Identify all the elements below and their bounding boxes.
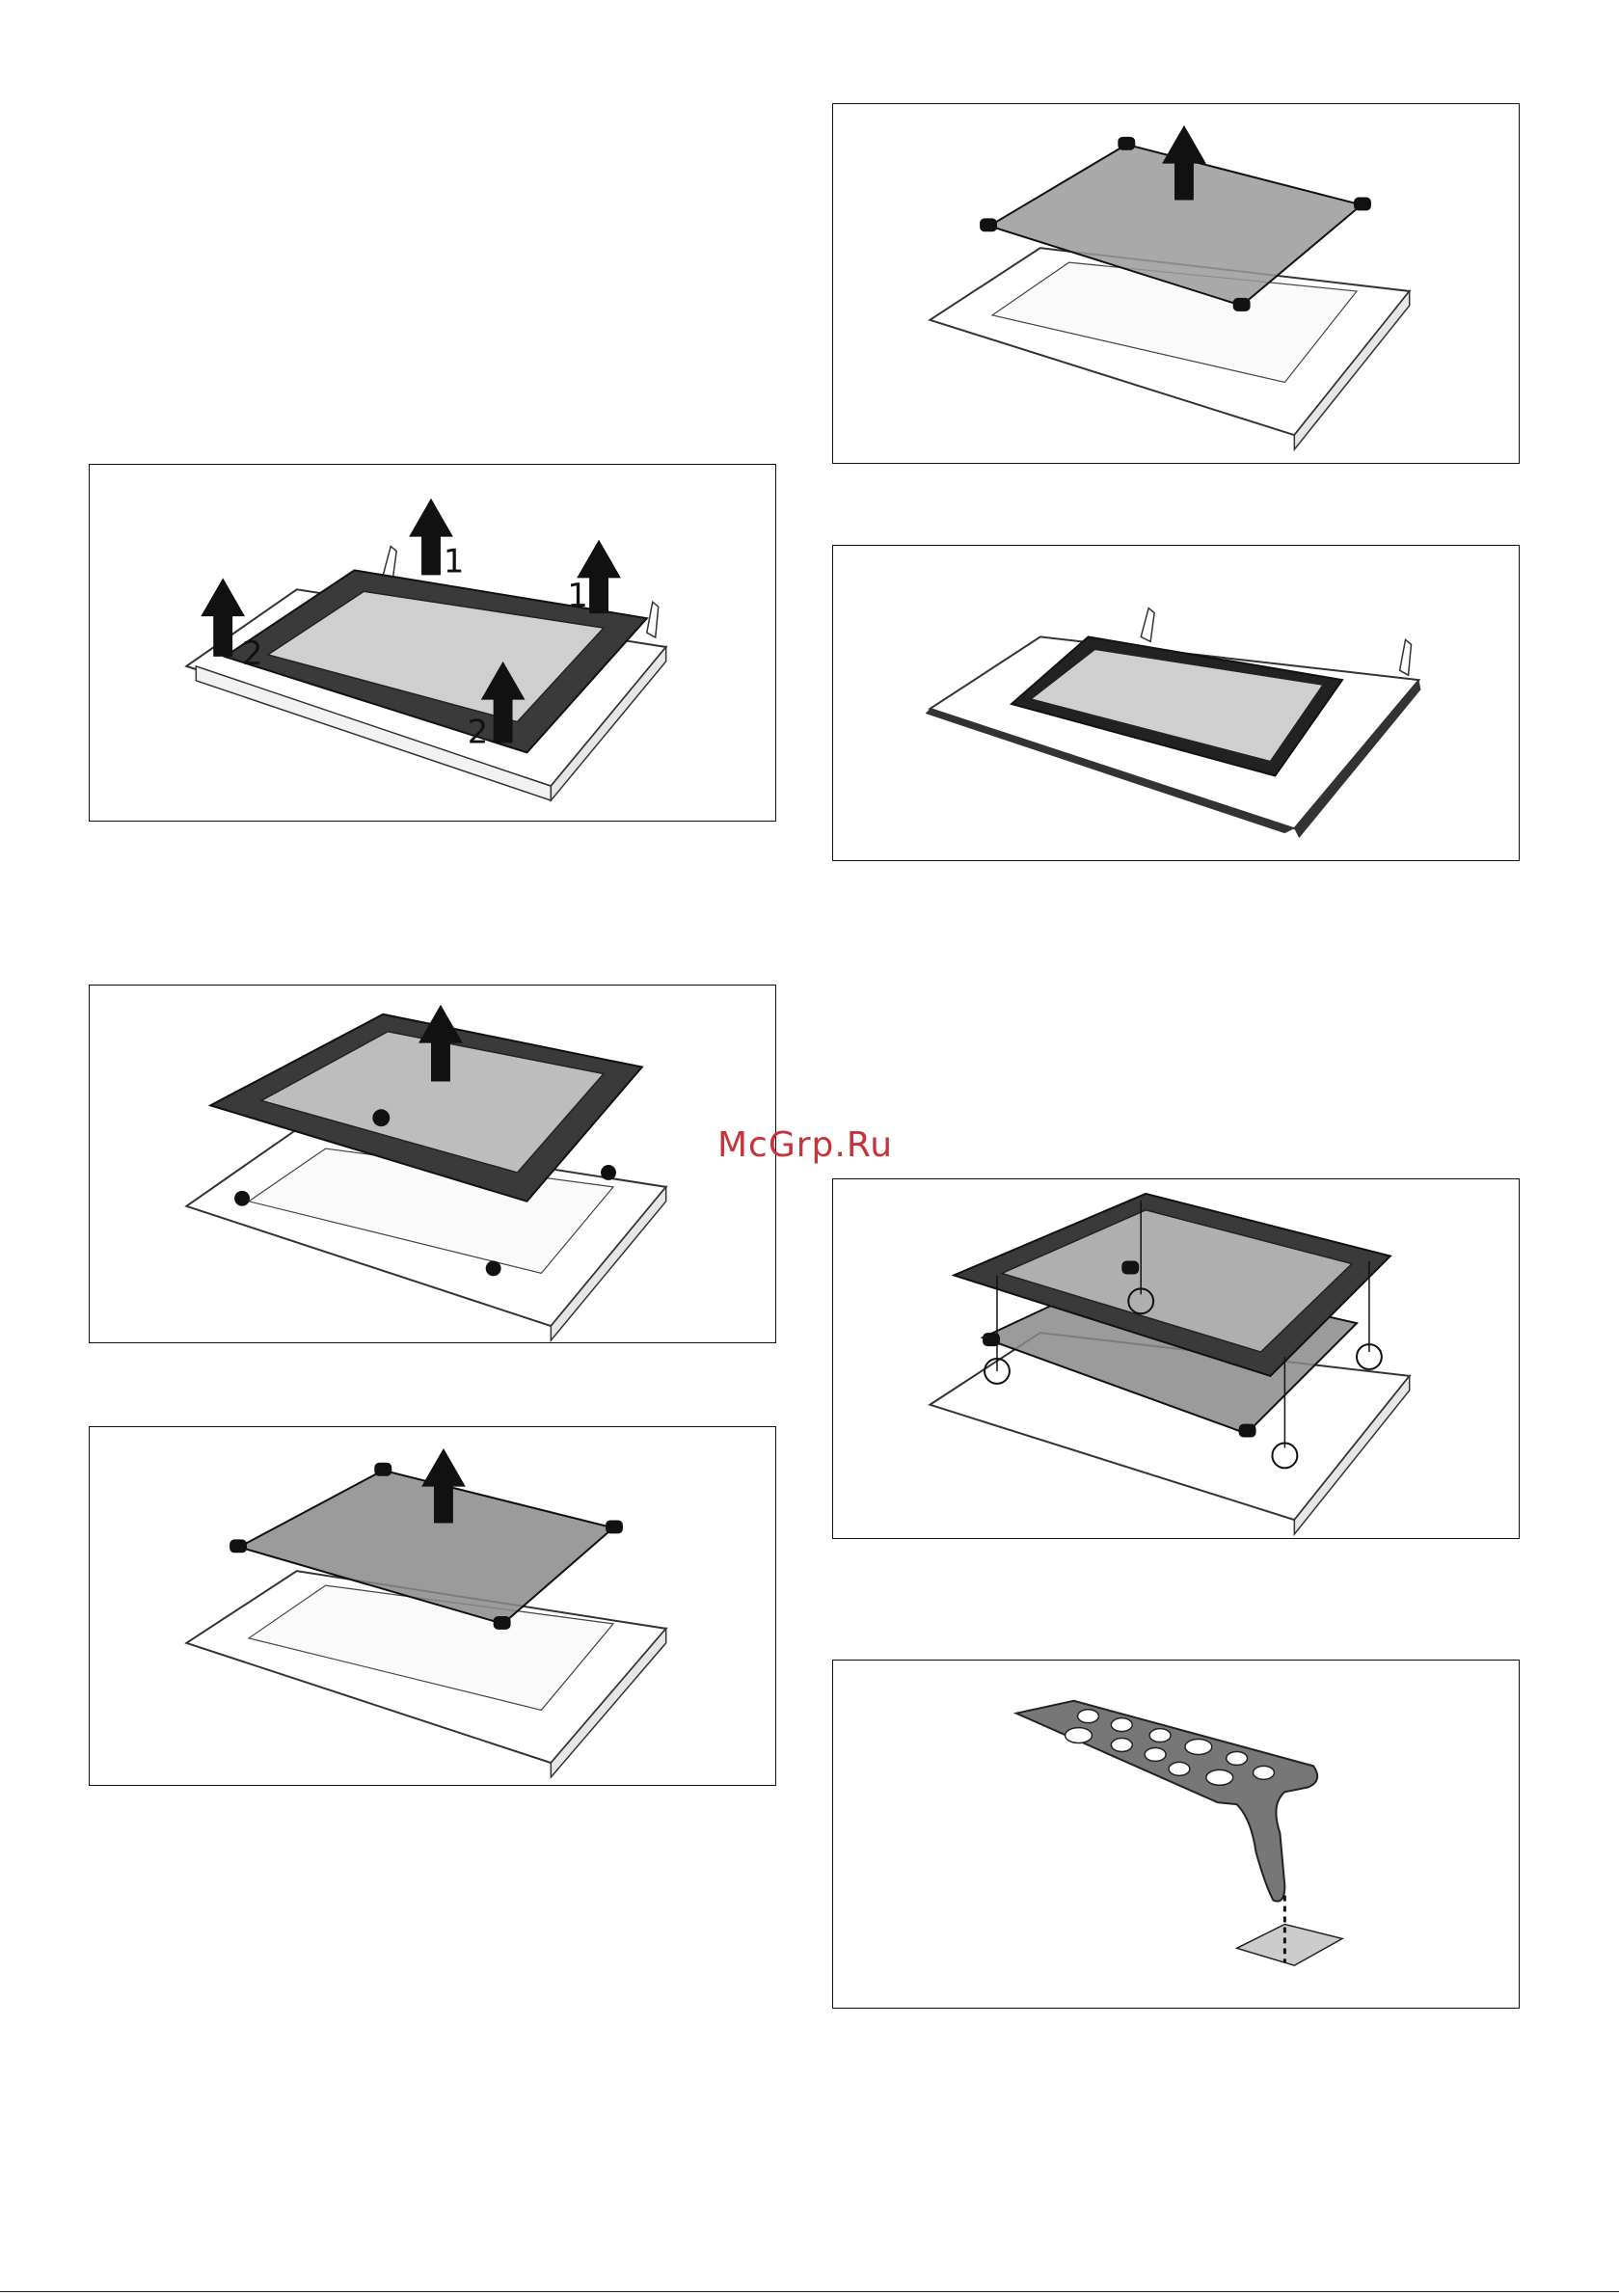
reassembly-illustration <box>833 1179 1519 1538</box>
figure-clip-detail <box>832 1660 1520 2009</box>
hinge-right <box>1400 639 1412 675</box>
corner-clip <box>374 1463 391 1476</box>
clip-detail-illustration <box>833 1661 1519 2008</box>
corner-clip <box>234 1191 250 1206</box>
figure-lift-outer-panel <box>89 985 776 1343</box>
hinge-left <box>1141 608 1154 642</box>
corner-clip <box>372 1109 390 1126</box>
corner-clip <box>1118 137 1135 150</box>
corner-clip <box>229 1539 247 1553</box>
corner-clip <box>494 1616 511 1630</box>
corner-clip <box>1121 1261 1139 1275</box>
step-label: 1 <box>444 542 465 580</box>
corner-clip <box>1354 197 1371 210</box>
corner-clip <box>1233 298 1251 311</box>
figure-door-assembled <box>832 545 1520 861</box>
figure-lift-inner-glass <box>832 103 1520 464</box>
step-label: 2 <box>242 635 263 672</box>
figure-lift-glass-pane <box>89 1426 776 1786</box>
step-label: 1 <box>567 577 588 614</box>
corner-clip <box>486 1260 501 1276</box>
corner-clip <box>1239 1424 1256 1438</box>
figure-remove-door-panel: 1 1 2 2 <box>89 464 776 822</box>
corner-clip <box>601 1165 616 1180</box>
corner-clip <box>980 218 997 231</box>
lift-inner-glass-illustration <box>833 104 1519 463</box>
lift-outer-panel-illustration <box>90 986 775 1342</box>
door-panel-illustration: 1 1 2 2 <box>90 465 775 821</box>
watermark: McGrp.Ru <box>717 1125 893 1165</box>
corner-clip <box>983 1333 1000 1346</box>
door-assembled-illustration <box>833 546 1519 860</box>
figure-reassembly <box>832 1178 1520 1539</box>
page-bottom-rule <box>0 2291 1619 2292</box>
hinge-right <box>647 602 659 637</box>
step-label: 2 <box>468 713 489 750</box>
mount-plate <box>1237 1924 1342 1965</box>
corner-clip <box>606 1520 623 1533</box>
lift-glass-pane-illustration <box>90 1427 775 1785</box>
